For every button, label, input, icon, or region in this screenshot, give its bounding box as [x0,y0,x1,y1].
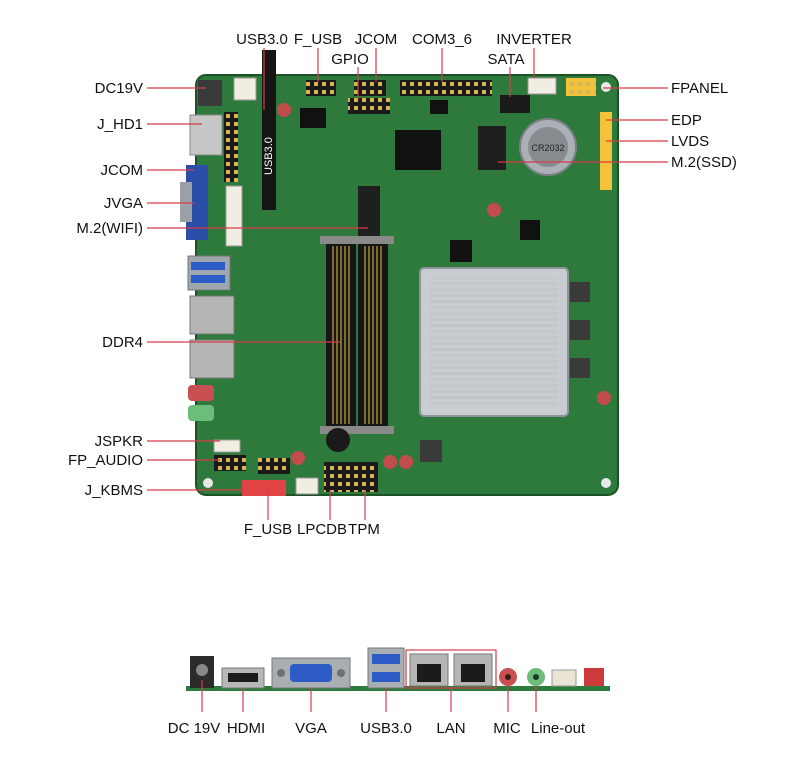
label-lvds: LVDS [671,133,709,150]
mounting-hole [601,478,611,488]
io-connector [551,669,577,687]
io-panel [186,647,610,691]
io-labels: DC 19V HDMI VGA USB3.0 LAN MIC Line-out [168,720,586,737]
io-label-hdmi: HDMI [227,720,265,737]
io-label-lan: LAN [436,720,465,737]
usb3-header-silk: USB3.0 [263,137,275,175]
cpu-heatsink [419,267,569,417]
label-tpm: TPM [348,521,380,538]
io-label-mic: MIC [493,720,521,737]
label-f-usb-bottom: F_USB [244,521,292,538]
capacitor [383,455,397,469]
mic-jack [188,385,214,401]
power-connector [233,77,257,101]
io-label-lineout: Line-out [531,720,586,737]
mounting-hole [601,82,611,92]
inductor [570,282,590,302]
lan-port [189,339,235,379]
label-gpio: GPIO [331,51,369,68]
label-jcom-left: JCOM [101,162,144,179]
inductor [570,320,590,340]
io-callout-lines [201,680,537,712]
board-top-labels: USB3.0 F_USB JCOM GPIO COM3_6 INVERTER S… [236,31,572,68]
board-bottom-labels: F_USB LPCDB TPM [244,521,380,538]
label-lpcdb: LPCDB [297,521,347,538]
label-j-hd1: J_HD1 [97,116,143,133]
pcb-board: USB3.0 CR2032 [180,50,619,496]
chip [520,220,540,240]
capacitor [487,203,501,217]
board-right-labels: FPANEL EDP LVDS M.2(SSD) [671,80,737,171]
label-j-kbms: J_KBMS [85,482,143,499]
io-label-usb30: USB3.0 [360,720,412,737]
vga-screw [180,182,192,222]
label-dc19v: DC19V [95,80,143,97]
capacitor [291,451,305,465]
usb3-header [262,50,276,210]
board-left-labels: DC19V J_HD1 JCOM JVGA M.2(WIFI) DDR4 JSP… [68,80,143,499]
cmos-battery [519,118,577,176]
m2-ssd-slot [478,126,506,170]
m2-wifi-slot [358,186,380,246]
label-usb30-top: USB3.0 [236,31,288,48]
label-jvga: JVGA [104,195,143,212]
inductor [570,358,590,378]
chip [430,100,448,114]
j-kbms-connector [242,480,286,496]
edp-lvds-header [600,112,612,190]
dc-jack [198,80,222,106]
small-connector [295,477,319,495]
jcom-connector [225,185,243,247]
mounting-hole [203,478,213,488]
label-jspkr: JSPKR [95,433,144,450]
capacitor [399,455,413,469]
label-ddr4: DDR4 [102,334,143,351]
ddr4-slots [320,236,394,434]
hdmi-port [189,114,223,156]
label-edp: EDP [671,112,702,129]
io-label-dc19v: DC 19V [168,720,221,737]
sata-connector [500,95,530,113]
io-connector [584,668,604,686]
io-label-vga: VGA [295,720,327,737]
label-com3-6: COM3_6 [412,31,472,48]
label-f-usb-top: F_USB [294,31,342,48]
lan-port [189,295,235,335]
usb3-port [187,255,231,291]
lineout-jack [188,405,214,421]
inverter-connector [527,77,557,95]
chip [300,108,326,128]
label-sata: SATA [488,51,525,68]
chip [395,130,441,170]
label-fp-audio: FP_AUDIO [68,452,143,469]
buzzer [326,428,350,452]
chip [450,240,472,262]
callout-lines [147,48,668,520]
capacitor [277,103,291,117]
battery-silk: CR2032 [531,143,564,153]
label-fpanel: FPANEL [671,80,728,97]
label-m2-wifi: M.2(WIFI) [76,220,143,237]
label-inverter: INVERTER [496,31,572,48]
capacitor [597,391,611,405]
inductor [420,440,442,462]
label-jcom-top: JCOM [355,31,398,48]
label-m2-ssd: M.2(SSD) [671,154,737,171]
jspkr-connector [213,439,241,453]
